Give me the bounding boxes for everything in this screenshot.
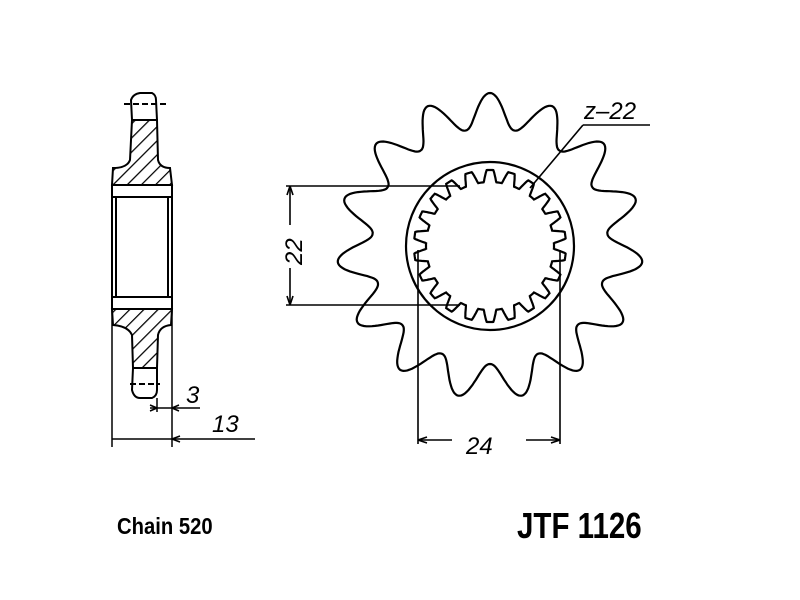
spline-count-label: z–22 bbox=[583, 98, 636, 125]
dim-height-label: 22 bbox=[281, 238, 308, 266]
hub-circle bbox=[404, 160, 576, 332]
part-number-caption: JTF 1126 bbox=[517, 505, 642, 546]
sprocket-front-view bbox=[286, 91, 650, 444]
spline-outline bbox=[413, 168, 567, 324]
dim-offset-label: 3 bbox=[186, 382, 200, 409]
sprocket-teeth-outline bbox=[336, 91, 644, 397]
chain-size-caption: Chain 520 bbox=[117, 513, 213, 539]
dim-width-label: 24 bbox=[465, 433, 493, 460]
dim-thickness-label: 13 bbox=[212, 411, 239, 438]
side-section-view bbox=[110, 92, 255, 447]
